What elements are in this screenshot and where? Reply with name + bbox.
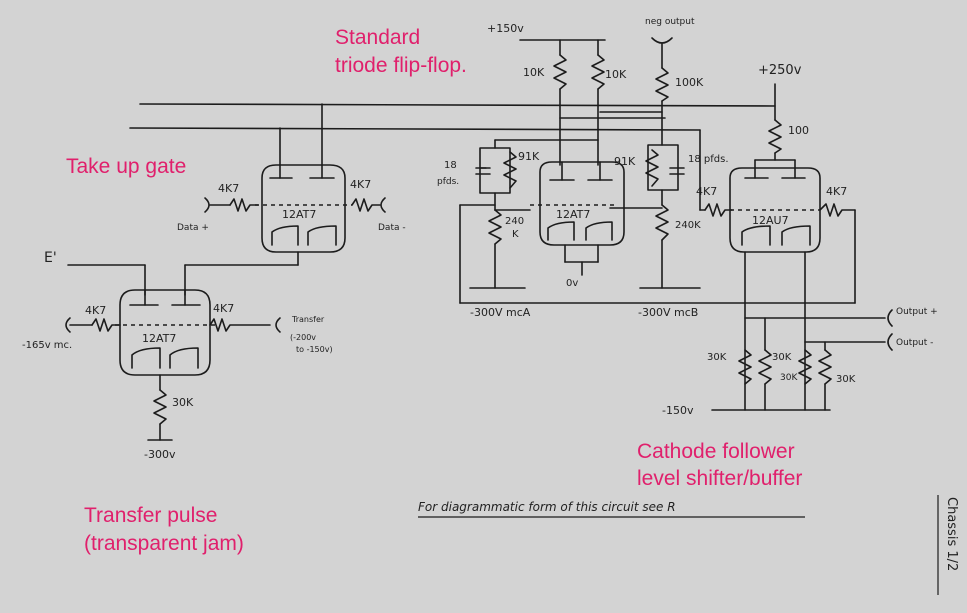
label-tube-gate: 12AT7 — [282, 208, 316, 221]
label-output-top: neg output — [645, 17, 695, 27]
label-r30k-a: 30K — [707, 352, 727, 363]
label-neg165: -165v mc. — [22, 340, 72, 351]
label-r30k-d: 30K — [836, 374, 856, 385]
take-up-gate-circuit — [184, 103, 386, 296]
label-neg300-a: -300V mcA — [470, 306, 531, 319]
flip-flop-circuit — [469, 37, 701, 289]
label-transfer-range2: to -150v) — [296, 345, 333, 354]
label-buf-4k7-right: 4K7 — [826, 185, 847, 198]
annotation-take-up-gate: Take up gate — [66, 155, 186, 178]
label-r18-left-unit: pfds. — [437, 177, 459, 187]
label-plus250: +250v — [758, 63, 802, 78]
component-labels: +150v neg output +250v 10K 10K 100K 100 … — [22, 17, 959, 571]
annotation-standard-line1: Standard — [335, 26, 420, 49]
label-r240k-right: 240K — [675, 220, 701, 231]
label-data-minus: Data - — [378, 223, 406, 233]
chassis-label: Chassis 1/2 — [944, 497, 959, 571]
label-plus150-top: +150v — [487, 22, 524, 35]
label-transfer-range1: (-200v — [290, 333, 316, 342]
annotation-cathode-line1: Cathode follower — [637, 440, 795, 463]
label-neg300: -300v — [144, 448, 176, 461]
annotations: Standard triode flip-flop. Take up gate … — [66, 26, 802, 555]
label-r18-right: 18 pfds. — [688, 154, 729, 165]
label-output-minus: Output - — [896, 338, 933, 348]
label-r30k-c: 30K — [780, 373, 798, 383]
label-neg150: -150v — [662, 404, 694, 417]
transfer-pulse-circuit — [65, 264, 281, 441]
label-neg300-b: -300V mcB — [638, 306, 698, 319]
annotation-transfer-line2: (transparent jam) — [84, 532, 244, 555]
label-buf-4k7-left: 4K7 — [696, 185, 717, 198]
label-r30k-transfer: 30K — [172, 396, 194, 409]
label-data-plus: Data + — [177, 223, 209, 233]
label-tube-buffer: 12AU7 — [752, 214, 789, 227]
annotation-standard-line2: triode flip-flop. — [335, 54, 467, 77]
annotation-cathode-line2: level shifter/buffer — [637, 467, 802, 490]
cathode-follower-circuit — [459, 83, 893, 411]
label-r10k-left: 10K — [523, 66, 545, 79]
label-transfer-in: Transfer — [291, 315, 325, 324]
label-r100: 100 — [788, 124, 809, 137]
bus-lines — [129, 103, 776, 131]
label-tube-ff: 12AT7 — [556, 208, 590, 221]
label-r18-left: 18 — [444, 160, 457, 171]
label-r240k-left: 240 — [505, 216, 524, 227]
annotation-transfer-line1: Transfer pulse — [84, 504, 217, 527]
footnote-text: For diagrammatic form of this circuit se… — [418, 500, 676, 514]
label-tube-transfer: 12AT7 — [142, 332, 176, 345]
label-r30k-b: 30K — [772, 352, 792, 363]
label-output-plus: Output + — [896, 307, 938, 317]
label-tr-4k7-left: 4K7 — [85, 304, 106, 317]
label-gate-4k7-left: 4K7 — [218, 182, 239, 195]
label-r100k: 100K — [675, 76, 704, 89]
label-r240k-left-unit: K — [512, 229, 519, 240]
label-gate-4k7-right: 4K7 — [350, 178, 371, 191]
label-r91k-right: 91K — [614, 155, 636, 168]
label-e-prime: E' — [44, 250, 57, 266]
label-tr-4k7-right: 4K7 — [213, 302, 234, 315]
label-r10k-right: 10K — [605, 68, 627, 81]
label-r91k-left: 91K — [518, 150, 540, 163]
label-ov: 0v — [566, 278, 578, 289]
